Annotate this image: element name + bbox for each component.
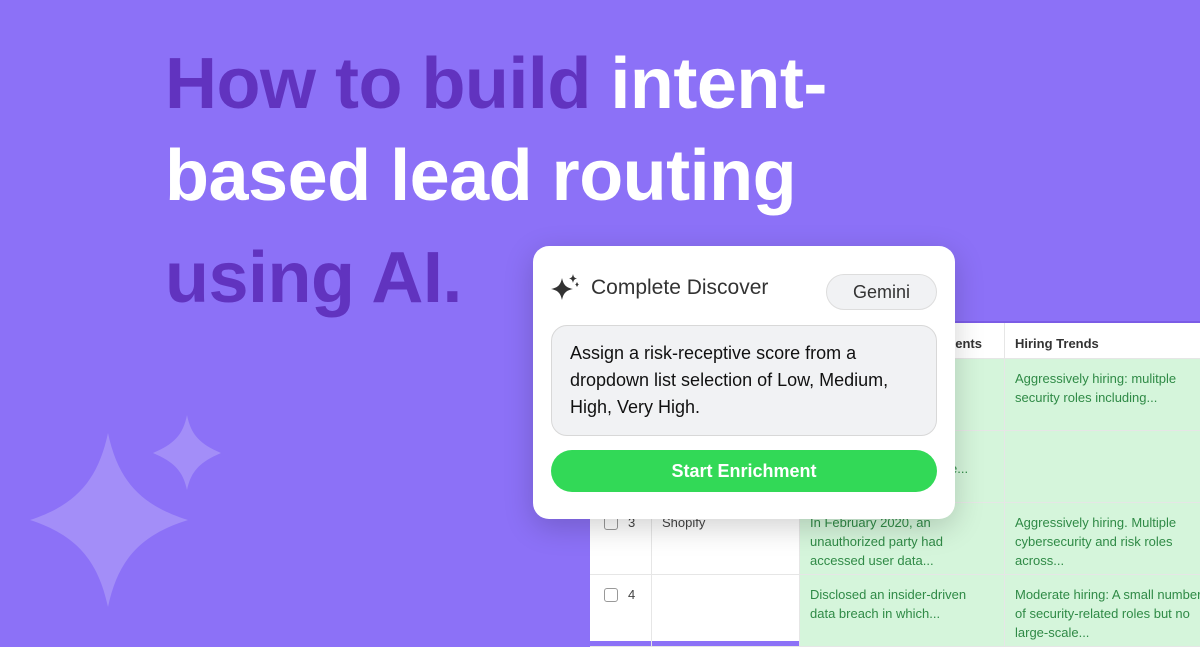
sparkles-icon [551, 274, 579, 300]
enrichment-card: Complete Discover Gemini Assign a risk-r… [533, 246, 955, 519]
row-checkbox[interactable] [604, 588, 618, 602]
model-selector-button[interactable]: Gemini [826, 274, 937, 310]
headline-light: based lead routing [165, 136, 797, 216]
headline-dark: How to build [165, 44, 611, 124]
prompt-input[interactable]: Assign a risk-receptive score from a dro… [551, 325, 937, 436]
hiring-cell: Moderate hiring: A small number of secur… [1005, 575, 1200, 646]
company-cell [652, 575, 800, 646]
hiring-cell: Aggressively hiring: mulitple security r… [1005, 359, 1200, 430]
header-hiring-trends[interactable]: Hiring Trends [1005, 323, 1200, 358]
hiring-cell [1005, 431, 1200, 502]
row-number: 3 [628, 515, 636, 530]
sparkles-decoration-icon [30, 415, 221, 607]
hiring-cell: Aggressively hiring. Multiple cybersecur… [1005, 503, 1200, 574]
incidents-cell: Disclosed an insider-driven data breach … [800, 575, 1005, 646]
headline-light: intent- [610, 44, 827, 124]
header-incidents[interactable]: ents [800, 323, 1005, 358]
headline-dark: using AI. [165, 238, 462, 318]
row-number: 4 [628, 587, 636, 602]
start-enrichment-button[interactable]: Start Enrichment [551, 450, 937, 492]
card-title: Complete Discover [591, 276, 769, 299]
headline: How to build intent- based lead routing … [165, 38, 827, 324]
table-row[interactable]: 4 Disclosed an insider-driven data breac… [590, 575, 1200, 647]
